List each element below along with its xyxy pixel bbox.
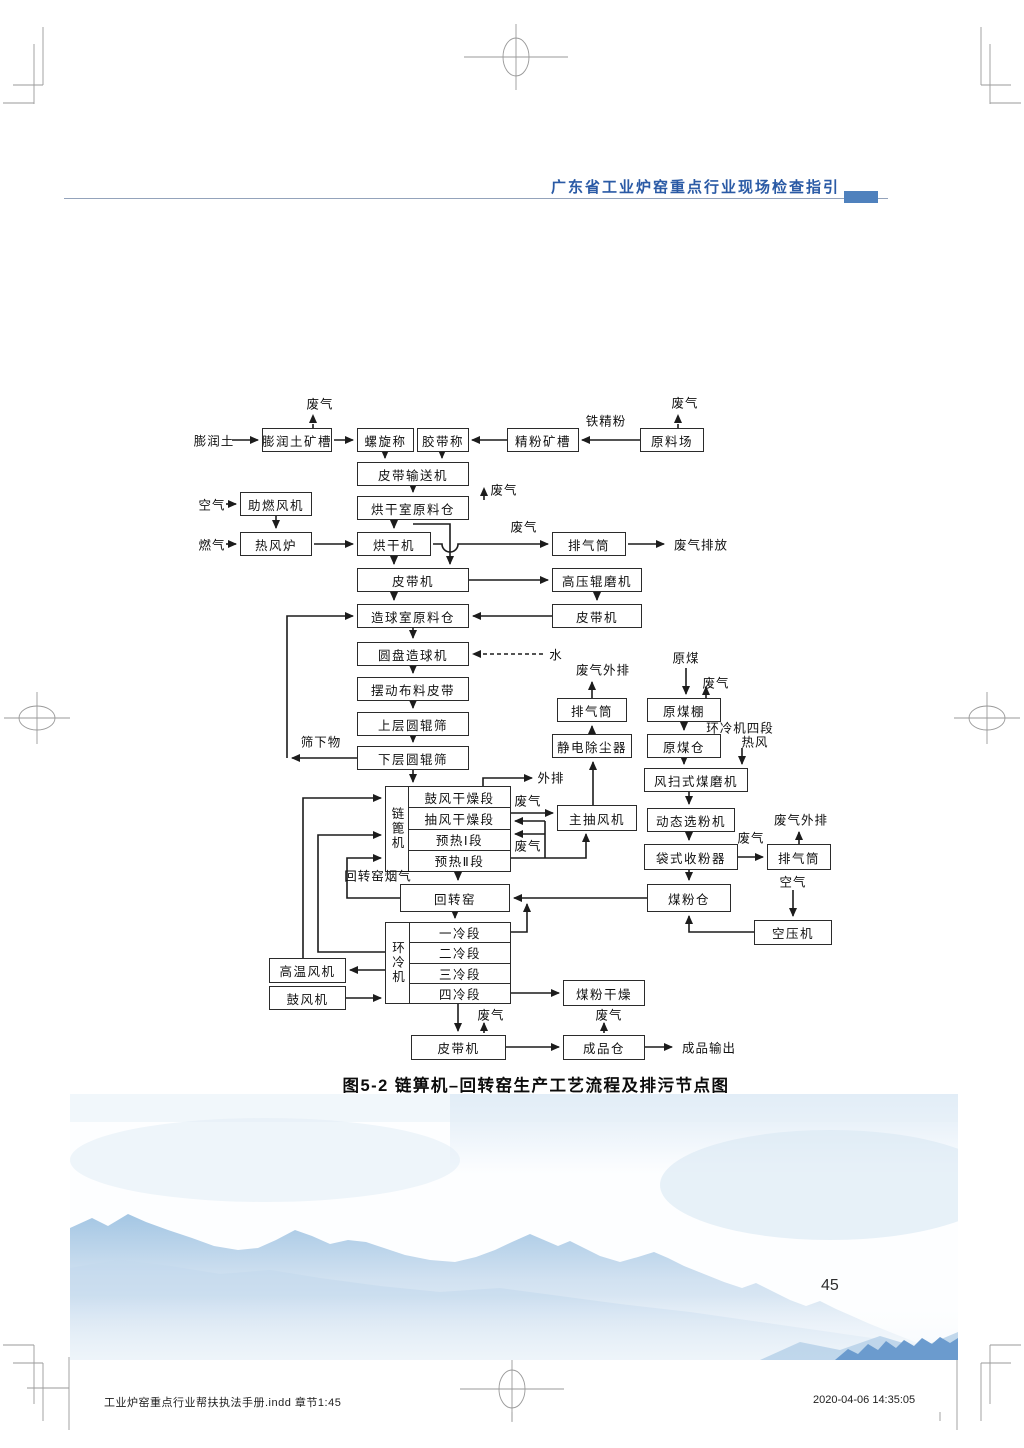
footer-timestamp: 2020-04-06 14:35:05: [813, 1394, 916, 1406]
flow-label-water: 水: [549, 648, 563, 663]
flow-box-blower: 鼓风机: [269, 986, 346, 1010]
flow-label-gas-fuel: 燃气: [198, 538, 226, 553]
page-number: 45: [821, 1277, 839, 1294]
flow-box-esp: 静电除尘器: [552, 734, 632, 758]
flow-box-stack-2: 排气筒: [557, 698, 627, 722]
flow-label-outer-discharge: 外排: [537, 771, 565, 786]
flow-box-hp-roller-mill: 高压辊磨机: [552, 568, 642, 592]
footer-slug: 工业炉窑重点行业帮扶执法手册.indd 章节1:45: [104, 1397, 342, 1409]
flow-label-bentonite: 膨润土: [193, 434, 235, 449]
flow-label-iron-fine-powder: 铁精粉: [585, 414, 627, 429]
flow-group-row-ring-cooler-1: 二冷段: [410, 943, 510, 964]
flow-box-raw-material-yard: 原料场: [640, 428, 704, 452]
flow-label-kiln-flue-gas: 回转窑烟气: [344, 869, 412, 884]
flow-box-belt-scale: 胶带称: [417, 428, 469, 452]
flow-box-raw-coal-shed: 原煤棚: [647, 698, 721, 722]
flow-box-coal-mill: 风扫式煤磨机: [644, 768, 748, 792]
flow-box-combustion-fan: 助燃风机: [240, 492, 312, 516]
flow-label-waste-gas-6: 废气: [514, 794, 542, 809]
flow-box-fine-ore-bin: 精粉矿槽: [507, 428, 579, 452]
flow-label-waste-gas-2: 废气: [671, 396, 699, 411]
flow-group-ring-cooler: 环冷机一冷段二冷段三冷段四冷段: [385, 922, 511, 1004]
flow-label-waste-gas-discharge: 废气排放: [673, 538, 729, 553]
flow-label-waste-gas-1: 废气: [306, 397, 334, 412]
flow-label-air-1: 空气: [198, 498, 226, 513]
flow-box-rotary-kiln: 回转窑: [400, 884, 510, 912]
flow-box-bag-collector: 袋式收粉器: [644, 844, 738, 870]
flow-box-coal-powder-drying: 煤粉干燥: [563, 980, 645, 1006]
flow-group-label-ring-cooler: 环冷机: [386, 923, 410, 1003]
header-rule: [64, 198, 888, 199]
flow-group-label-grate-machine: 链篦机: [386, 787, 409, 871]
flow-label-waste-gas-4: 废气: [510, 520, 538, 535]
flow-label-air-2: 空气: [779, 875, 807, 890]
flow-group-row-grate-machine-1: 抽风干燥段: [409, 808, 510, 830]
flow-label-waste-gas-8: 废气: [737, 831, 765, 846]
flow-group-row-grate-machine-0: 鼓风干燥段: [409, 787, 510, 809]
flow-box-raw-coal-bin: 原煤仓: [647, 734, 721, 758]
flow-label-waste-gas-10: 废气: [595, 1008, 623, 1023]
flow-label-hot-air: 热风: [741, 735, 769, 750]
flow-label-waste-gas-7: 废气: [514, 839, 542, 854]
flow-group-row-ring-cooler-2: 三冷段: [410, 964, 510, 984]
flow-group-row-grate-machine-3: 预热Ⅱ段: [434, 855, 485, 870]
flow-box-drying-room-bin: 烘干室原料仓: [357, 496, 469, 520]
flow-label-raw-coal: 原煤: [672, 651, 700, 666]
flow-label-waste-gas-out-1: 废气外排: [575, 663, 631, 678]
flow-box-screw-scale: 螺旋称: [357, 428, 414, 452]
flow-label-waste-gas-out-2: 废气外排: [773, 813, 829, 828]
flow-box-main-exhaust-fan: 主抽风机: [557, 805, 637, 831]
flow-box-swing-belt: 摆动布料皮带: [357, 677, 469, 701]
flow-label-undersize: 筛下物: [300, 735, 342, 750]
flow-box-stack-3: 排气筒: [767, 844, 831, 870]
flow-box-hot-air-furnace: 热风炉: [240, 532, 312, 556]
flow-label-product-output: 成品输出: [681, 1041, 737, 1056]
flow-box-ht-fan: 高温风机: [269, 958, 346, 983]
flow-box-belt-3: 皮带机: [411, 1035, 506, 1060]
flow-group-row-ring-cooler-0: 一冷段: [410, 923, 510, 944]
flow-box-belt-conveyor: 皮带输送机: [357, 462, 469, 486]
flow-box-pelletizing-bin: 造球室原料仓: [357, 604, 469, 628]
flow-box-air-compressor: 空压机: [754, 920, 832, 945]
flow-box-dynamic-classifier: 动态选粉机: [647, 808, 735, 832]
flow-group-row-ring-cooler-3: 四冷段: [438, 987, 481, 1002]
flow-group-row-grate-machine-2: 预热Ⅰ段: [409, 830, 510, 851]
flow-box-lower-roller-screen: 下层圆辊筛: [357, 746, 469, 770]
header-accent-bar: [844, 191, 878, 203]
flow-group-grate-machine: 链篦机鼓风干燥段抽风干燥段预热Ⅰ段预热Ⅱ段: [385, 786, 511, 872]
flow-label-cooler-stage4: 环冷机四段: [706, 721, 774, 736]
flow-box-dryer: 烘干机: [357, 532, 431, 556]
header-title: 广东省工业炉窑重点行业现场检查指引: [550, 179, 840, 196]
flow-box-belt-2: 皮带机: [552, 604, 642, 628]
flow-box-product-bin: 成品仓: [563, 1035, 645, 1060]
flow-box-disc-pelletizer: 圆盘造球机: [357, 642, 469, 666]
flow-box-coal-powder-bin: 煤粉仓: [647, 884, 731, 912]
flow-box-bentonite-bin: 膨润土矿槽: [262, 428, 332, 452]
flow-label-waste-gas-5: 废气: [702, 676, 730, 691]
flow-box-belt-1: 皮带机: [357, 568, 469, 592]
flow-box-upper-roller-screen: 上层圆辊筛: [357, 712, 469, 736]
flow-label-waste-gas-9: 废气: [477, 1008, 505, 1023]
flow-label-waste-gas-3: 废气: [490, 483, 518, 498]
flow-box-stack-1: 排气筒: [552, 532, 626, 556]
figure-caption: 图5-2 链箅机–回转窑生产工艺流程及排污节点图: [342, 1077, 730, 1095]
